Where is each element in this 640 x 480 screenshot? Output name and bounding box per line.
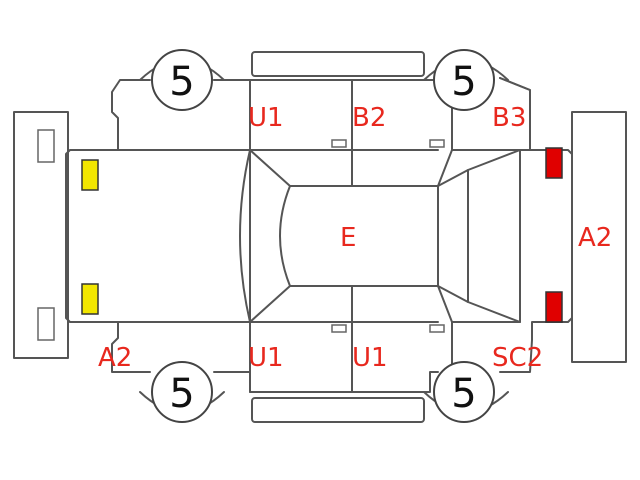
- car-body: [65, 59, 573, 413]
- tire-front-right: 5: [433, 49, 495, 111]
- tire-rear-left: 5: [151, 361, 213, 423]
- tire-rear-right: 5: [433, 361, 495, 423]
- front-lamp-bottom: [81, 283, 99, 315]
- tire-front-left-value: 5: [169, 59, 194, 105]
- tire-rear-right-value: 5: [451, 371, 476, 417]
- rear-lamp-top: [545, 147, 563, 179]
- top-side-strip: [251, 51, 425, 77]
- front-bumper: [13, 111, 69, 359]
- code-lower-rear-door: U1: [352, 343, 388, 373]
- code-front-bumper: A2: [98, 343, 132, 373]
- rear-lamp-bottom: [545, 291, 563, 323]
- code-upper-rear-quarter: B3: [492, 103, 526, 133]
- code-upper-rear-door: B2: [352, 103, 386, 133]
- tire-front-left: 5: [151, 49, 213, 111]
- code-rear-bumper: A2: [578, 223, 612, 253]
- code-lower-front-door: U1: [248, 343, 284, 373]
- code-upper-front-door: U1: [248, 103, 284, 133]
- tire-rear-left-value: 5: [169, 371, 194, 417]
- tire-front-right-value: 5: [451, 59, 476, 105]
- front-lamp-top: [81, 159, 99, 191]
- bottom-side-strip: [251, 397, 425, 423]
- code-roof: E: [340, 223, 356, 253]
- code-lower-rear-quarter: SC2: [492, 343, 543, 373]
